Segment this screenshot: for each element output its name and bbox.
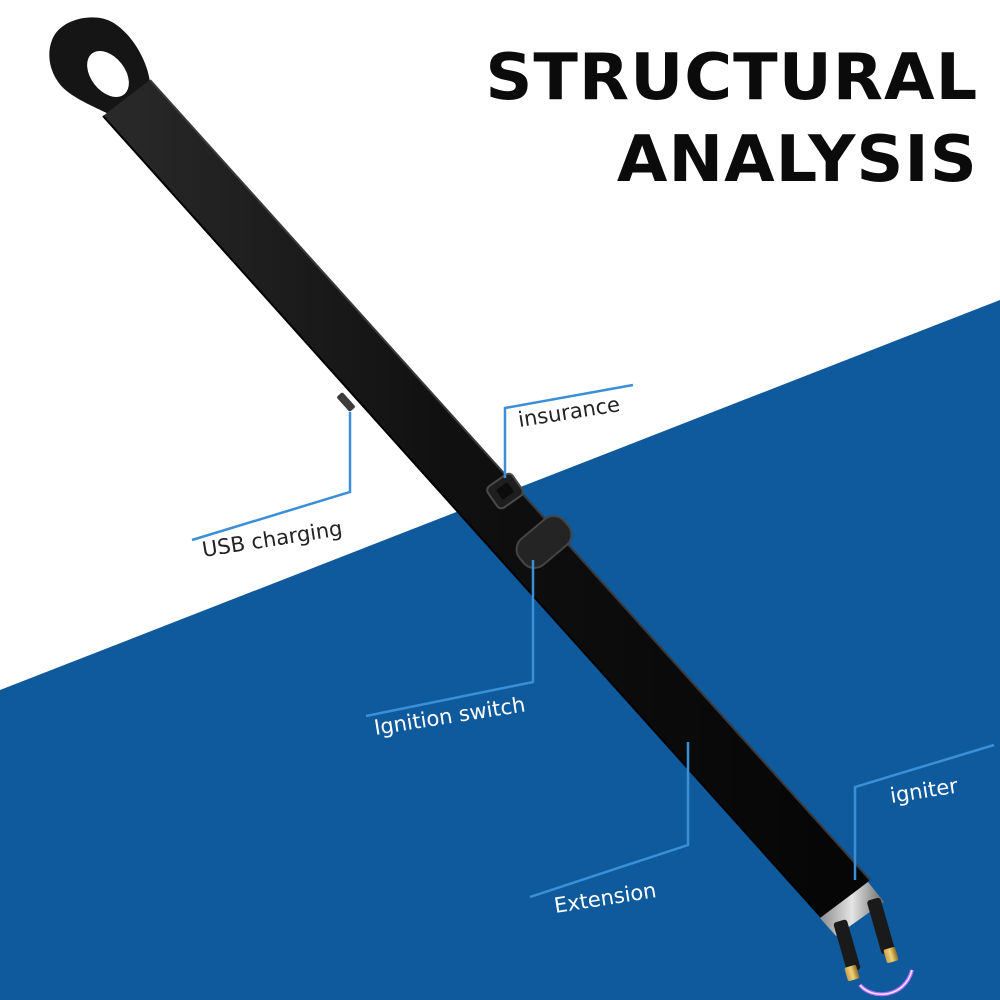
lighter-shaft: [103, 80, 870, 918]
usb-port-icon: [337, 392, 355, 412]
electric-lighter: [49, 17, 914, 997]
right-electrode: [867, 897, 895, 955]
title-line-1: STRUCTURAL: [485, 41, 978, 115]
ignition-switch-leader: [365, 560, 535, 718]
ignition-button-icon: [515, 515, 573, 569]
left-electrode: [833, 919, 861, 973]
callout-leaders: [191, 383, 995, 899]
insurance-leader: [503, 383, 634, 478]
hanging-loop-hole: [87, 50, 129, 98]
usb-charging-leader: [191, 412, 352, 542]
title-line-2: ANALYSIS: [617, 123, 978, 197]
extension-leader: [529, 742, 690, 899]
igniter-leader: [853, 743, 995, 880]
